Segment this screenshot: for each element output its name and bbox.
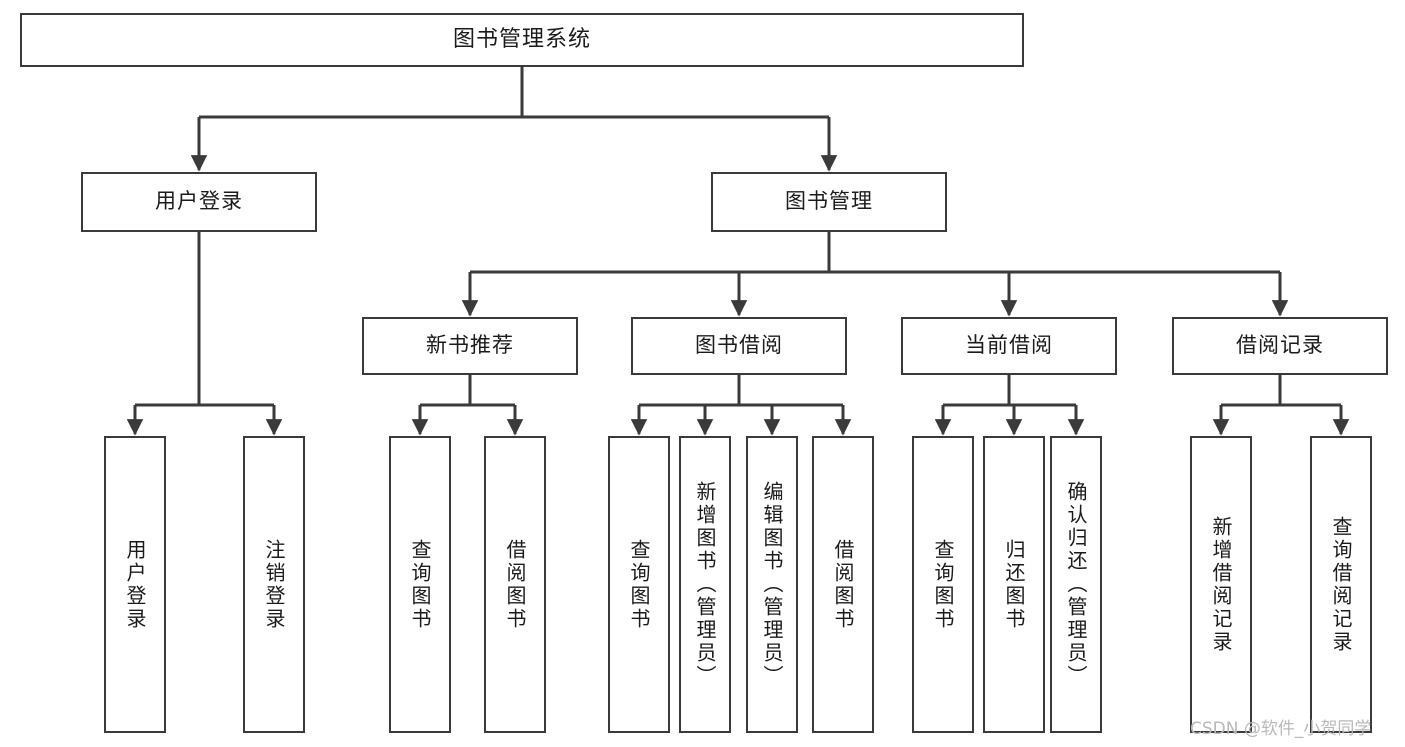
node-leaf-query-book-1[interactable]: 查询图书 [389,436,451,733]
node-leaf-query-book-3[interactable]: 查询图书 [912,436,974,733]
node-leaf-add-book[interactable]: 新增图书（管理员） [679,436,731,733]
node-book-borrow-label: 图书借阅 [695,333,783,358]
node-current-borrow[interactable]: 当前借阅 [901,317,1117,375]
node-leaf-query-book-2[interactable]: 查询图书 [608,436,670,733]
node-leaf-user-login[interactable]: 用户登录 [104,436,166,733]
node-leaf-confirm-return-label: 确认归还（管理员） [1064,481,1088,688]
node-leaf-borrow-book-2[interactable]: 借阅图书 [812,436,874,733]
node-leaf-query-book-1-label: 查询图书 [408,538,432,631]
node-leaf-add-book-label: 新增图书（管理员） [693,481,717,688]
node-leaf-user-logout-label: 注销登录 [262,538,286,631]
node-leaf-edit-book[interactable]: 编辑图书（管理员） [746,436,798,733]
node-leaf-query-record-label: 查询借阅记录 [1329,515,1353,654]
node-leaf-return-book-label: 归还图书 [1002,538,1026,631]
node-new-book-rec-label: 新书推荐 [426,333,514,358]
node-user-login[interactable]: 用户登录 [81,172,317,232]
node-book-borrow[interactable]: 图书借阅 [631,317,847,375]
node-new-book-rec[interactable]: 新书推荐 [362,317,578,375]
node-leaf-borrow-book-1[interactable]: 借阅图书 [484,436,546,733]
node-leaf-add-record[interactable]: 新增借阅记录 [1190,436,1252,733]
node-leaf-edit-book-label: 编辑图书（管理员） [760,481,784,688]
node-book-manage[interactable]: 图书管理 [711,172,947,232]
node-root-label: 图书管理系统 [452,26,591,52]
node-leaf-query-record[interactable]: 查询借阅记录 [1310,436,1372,733]
node-book-manage-label: 图书管理 [785,189,873,214]
node-leaf-return-book[interactable]: 归还图书 [983,436,1045,733]
node-root[interactable]: 图书管理系统 [20,13,1024,67]
node-leaf-user-login-label: 用户登录 [123,538,147,631]
node-user-login-label: 用户登录 [155,189,243,214]
node-leaf-confirm-return[interactable]: 确认归还（管理员） [1050,436,1102,733]
node-leaf-borrow-book-2-label: 借阅图书 [831,538,855,631]
node-borrow-record-label: 借阅记录 [1236,333,1324,358]
node-borrow-record[interactable]: 借阅记录 [1172,317,1388,375]
node-leaf-query-book-3-label: 查询图书 [931,538,955,631]
csdn-watermark: CSDN @软件_小贺同学 [1190,719,1372,739]
node-leaf-query-book-2-label: 查询图书 [627,538,651,631]
node-leaf-user-logout[interactable]: 注销登录 [243,436,305,733]
node-leaf-add-record-label: 新增借阅记录 [1209,515,1233,654]
node-leaf-borrow-book-1-label: 借阅图书 [503,538,527,631]
node-current-borrow-label: 当前借阅 [965,333,1053,358]
